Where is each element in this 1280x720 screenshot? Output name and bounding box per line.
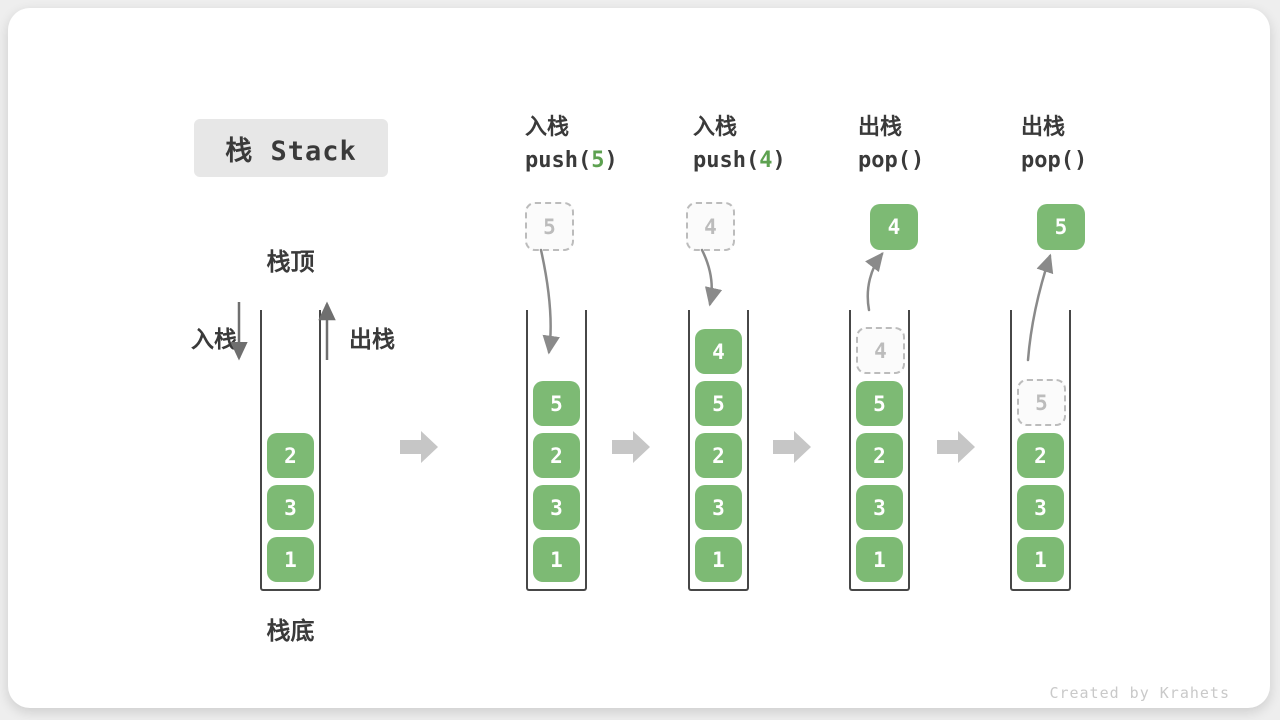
- stack5-container: [1010, 310, 1071, 591]
- stack5-cell: 3: [1017, 485, 1064, 530]
- stack2-incoming-ghost: 5: [525, 202, 574, 251]
- col5-op-label: 出栈: [1021, 114, 1066, 139]
- col5-code-label: pop(): [1021, 148, 1141, 173]
- pop4-curve-arrow: [865, 252, 884, 312]
- push4-curve-arrow: [700, 248, 723, 307]
- stack3-incoming-ghost: 4: [686, 202, 735, 251]
- stack4-container: [849, 310, 910, 591]
- stack4-cell: 3: [856, 485, 903, 530]
- code-suf: ): [772, 148, 786, 173]
- stack3-cell: 5: [695, 381, 742, 426]
- stack3-cell: 1: [695, 537, 742, 582]
- col4-header: 出栈 pop(): [858, 114, 978, 174]
- col3-code-label: push(4): [693, 148, 813, 173]
- step-arrow-icon: [400, 431, 438, 463]
- stack2-cell: 1: [533, 537, 580, 582]
- stack5-popped-value: 5: [1037, 204, 1085, 250]
- stack3-container: [688, 310, 749, 591]
- code-arg: 4: [759, 148, 773, 173]
- stack4-popped-value: 4: [870, 204, 918, 250]
- stack1-cell: 2: [267, 433, 314, 478]
- stack1-container: [260, 310, 321, 591]
- diagram-card: 栈 Stack 入栈 push(5) 入栈 push(4) 出栈 pop() 出…: [8, 8, 1270, 708]
- stack2-cell: 5: [533, 381, 580, 426]
- col4-op-label: 出栈: [858, 114, 903, 139]
- stack3-cell: 4: [695, 329, 742, 374]
- stack4-ghost-slot: 4: [856, 327, 905, 374]
- title-badge: 栈 Stack: [194, 119, 388, 177]
- step-arrow-icon: [937, 431, 975, 463]
- watermark: Created by Krahets: [1049, 684, 1230, 702]
- stack2-container: [526, 310, 587, 591]
- code-suf: ): [1073, 148, 1088, 173]
- col2-op-label: 入栈: [525, 114, 570, 139]
- col3-header: 入栈 push(4): [693, 114, 813, 174]
- code-pre: pop(: [1021, 148, 1074, 173]
- code-suf: ): [910, 148, 925, 173]
- stack2-cell: 3: [533, 485, 580, 530]
- push-direction-label: 入栈: [191, 326, 237, 352]
- title-text: 栈 Stack: [225, 135, 357, 167]
- stack4-cell: 2: [856, 433, 903, 478]
- step-arrow-icon: [612, 431, 650, 463]
- stack5-cell: 1: [1017, 537, 1064, 582]
- code-arg: 5: [591, 148, 605, 173]
- col2-header: 入栈 push(5): [525, 114, 645, 174]
- col4-code-label: pop(): [858, 148, 978, 173]
- stack-bottom-label: 栈底: [266, 618, 315, 645]
- code-suf: ): [604, 148, 618, 173]
- stack1-cell: 3: [267, 485, 314, 530]
- code-pre: push(: [693, 148, 760, 173]
- stack4-cell: 5: [856, 381, 903, 426]
- stack1-cell: 1: [267, 537, 314, 582]
- code-pre: push(: [525, 148, 592, 173]
- col2-code-label: push(5): [525, 148, 645, 173]
- stack5-cell: 2: [1017, 433, 1064, 478]
- stack3-cell: 2: [695, 433, 742, 478]
- stack3-cell: 3: [695, 485, 742, 530]
- col3-op-label: 入栈: [693, 114, 738, 139]
- step-arrow-icon: [773, 431, 811, 463]
- code-pre: pop(: [858, 148, 911, 173]
- stack5-ghost-slot: 5: [1017, 379, 1066, 426]
- stack-top-label: 栈顶: [266, 249, 315, 276]
- pop-direction-label: 出栈: [349, 326, 395, 352]
- stack4-cell: 1: [856, 537, 903, 582]
- arrows-overlay: [230, 248, 1054, 463]
- col5-header: 出栈 pop(): [1021, 114, 1141, 174]
- stack2-cell: 2: [533, 433, 580, 478]
